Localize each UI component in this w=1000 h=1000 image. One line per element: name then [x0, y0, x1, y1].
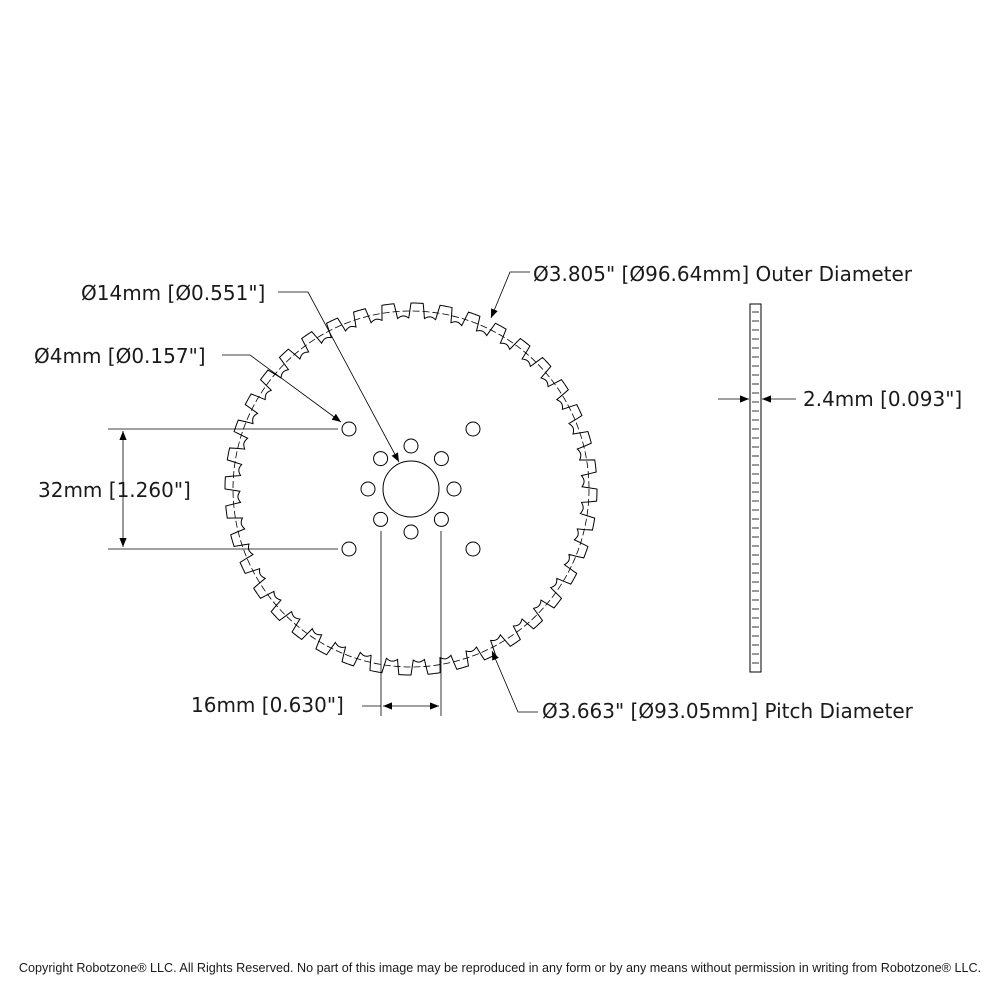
inner-hole	[373, 451, 389, 467]
inner-hole	[373, 511, 389, 527]
dimension-bore: Ø14mm [Ø0.551"]	[81, 281, 400, 463]
dimension-horizontal-spacing: 16mm [0.630"]	[191, 531, 442, 717]
mount-hole-bottom-left	[341, 541, 357, 557]
inner-hole	[403, 524, 419, 540]
center-bore	[382, 460, 440, 518]
gear-front-view	[224, 302, 598, 676]
mount-hole-top-left	[341, 421, 357, 437]
thickness-label: 2.4mm [0.093"]	[803, 387, 962, 411]
tooth-profile	[224, 302, 598, 676]
bore-diameter-label: Ø14mm [Ø0.551"]	[81, 281, 265, 305]
dimension-outer-diameter: Ø3.805" [Ø96.64mm] Outer Diameter	[490, 262, 913, 319]
gear-teeth	[224, 302, 598, 676]
mount-hole-top-right	[465, 421, 481, 437]
dimension-thickness: 2.4mm [0.093"]	[718, 387, 962, 411]
horizontal-spacing-label: 16mm [0.630"]	[191, 693, 344, 717]
inner-hole	[360, 481, 376, 497]
inner-hole	[403, 438, 419, 454]
inner-hole-pattern	[360, 438, 462, 540]
inner-hole	[433, 511, 449, 527]
pitch-diameter-label: Ø3.663" [Ø93.05mm] Pitch Diameter	[542, 699, 914, 723]
mount-hole-bottom-right	[465, 541, 481, 557]
dimension-pitch-diameter: Ø3.663" [Ø93.05mm] Pitch Diameter	[491, 650, 914, 723]
side-tooth-ticks	[752, 311, 759, 664]
outer-diameter-label: Ø3.805" [Ø96.64mm] Outer Diameter	[533, 262, 913, 286]
vertical-spacing-label: 32mm [1.260"]	[38, 478, 191, 502]
dimension-hole: Ø4mm [Ø0.157"]	[34, 344, 342, 423]
pitch-circle-line	[232, 310, 590, 668]
copyright-notice: Copyright Robotzone® LLC. All Rights Res…	[19, 961, 981, 975]
hole-diameter-label: Ø4mm [Ø0.157"]	[34, 344, 206, 368]
dimension-vertical-spacing: 32mm [1.260"]	[38, 428, 338, 550]
gear-side-view	[749, 303, 762, 673]
inner-hole	[446, 481, 462, 497]
side-profile	[749, 303, 762, 673]
pitch-circle	[232, 310, 590, 668]
inner-hole	[433, 451, 449, 467]
